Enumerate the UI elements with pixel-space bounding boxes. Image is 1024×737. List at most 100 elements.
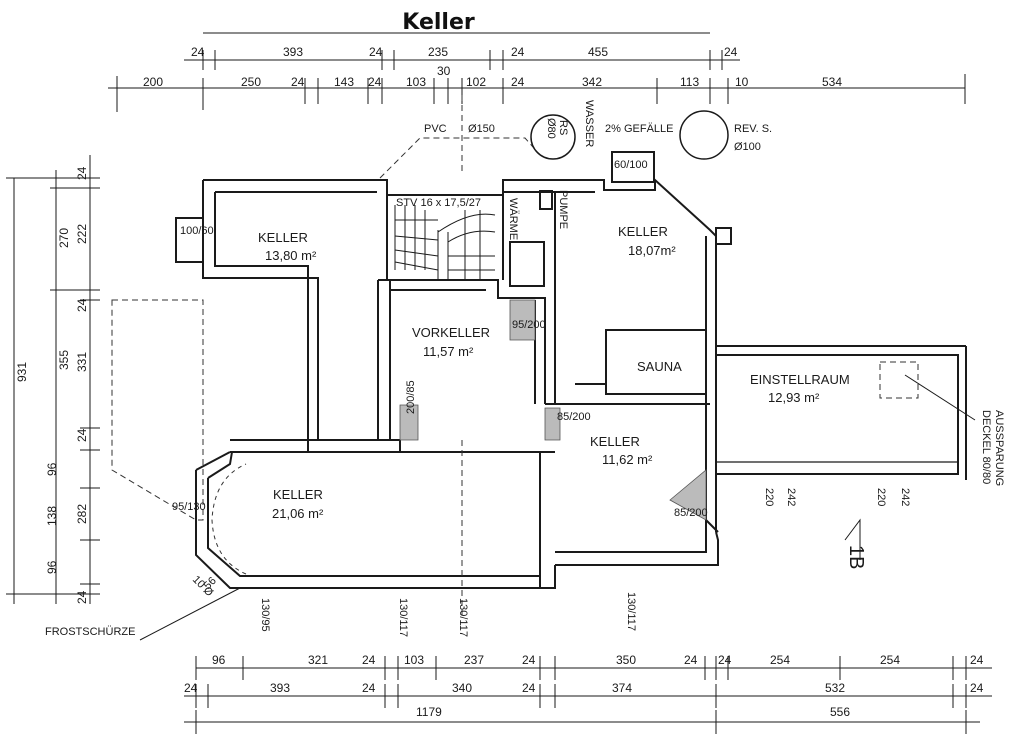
- dim-text: 24: [291, 75, 305, 89]
- dim-text: 143: [334, 75, 354, 89]
- bottom-dimension-chains: [184, 656, 992, 734]
- plan-title: Keller: [402, 10, 475, 35]
- top-dim-row2: 200 250 24 143 24 103 30 102 24 342 113 …: [143, 64, 842, 89]
- dim-text: 374: [612, 681, 632, 695]
- dim-text: 24: [75, 166, 89, 180]
- dim-text: 350: [616, 653, 636, 667]
- dim-text: 282: [75, 504, 89, 524]
- dim-text: 331: [75, 352, 89, 372]
- door-openings: [399, 299, 707, 521]
- dim-text: 393: [270, 681, 290, 695]
- dim-text: 24: [970, 653, 984, 667]
- opening-label: 60/100: [614, 159, 648, 171]
- label-frostschuerze: FROSTSCHÜRZE: [45, 626, 135, 638]
- label-rev: REV. S.: [734, 123, 772, 135]
- label-pumpe: PUMPE: [557, 190, 569, 229]
- room-area: 11,62 m²: [602, 452, 653, 467]
- top-dimension-chains: [108, 32, 966, 112]
- dim-text: 103: [404, 653, 424, 667]
- dim-text: 30: [437, 64, 451, 78]
- room-area: 13,80 m²: [265, 248, 317, 263]
- label-gefaelle: 2% GEFÄLLE: [605, 123, 673, 135]
- dim-text: 340: [452, 681, 472, 695]
- dim-text: 96: [45, 462, 59, 476]
- left-dim-labels: 931 270 355 24 222 24 331 24 96 138 96 2…: [15, 166, 89, 604]
- dim-text: 1179: [416, 705, 442, 719]
- label-rs: RS: [557, 120, 569, 135]
- leader-lines: [139, 374, 976, 641]
- dim-text: 250: [241, 75, 261, 89]
- dim-text: 24: [369, 45, 383, 59]
- opening-label: 100/60: [180, 225, 214, 237]
- label-phi100: Ø100: [734, 141, 761, 153]
- top-dim-row1: 24 393 24 235 24 455 24: [191, 45, 738, 59]
- opening-label: 200/85: [405, 380, 417, 414]
- dim-text: 931: [15, 362, 29, 382]
- dim-text: 455: [588, 45, 608, 59]
- room-name: VORKELLER: [412, 325, 490, 340]
- dim-text: 235: [428, 45, 448, 59]
- opening-label: 220: [875, 488, 887, 506]
- opening-label: 85/200: [557, 411, 591, 423]
- label-aussparung: AUSSPARUNG: [993, 410, 1005, 486]
- dim-text: 24: [970, 681, 984, 695]
- rs-shaft-circle: [530, 114, 576, 160]
- room-area: 11,57 m²: [423, 344, 474, 359]
- section-marker: 1B: [845, 545, 867, 569]
- dim-text: 102: [466, 75, 486, 89]
- dim-text: 321: [308, 653, 328, 667]
- room-name: KELLER: [590, 434, 640, 449]
- opening-label: 95/130: [172, 501, 206, 513]
- label-waerme: WÄRME: [507, 198, 519, 240]
- staircase: [394, 205, 496, 280]
- rev-shaft-circle: [679, 110, 729, 160]
- dim-text: 113: [680, 75, 699, 89]
- label-wasser: WASSER: [583, 100, 595, 147]
- dim-text: 355: [57, 350, 71, 370]
- room-area: 18,07m²: [628, 243, 676, 258]
- dim-text: 254: [770, 653, 790, 667]
- dim-text: 10: [735, 75, 749, 89]
- dim-text: 24: [75, 428, 89, 442]
- dim-text: 24: [75, 590, 89, 604]
- room-area: 12,93 m²: [768, 390, 820, 405]
- opening-label: 85/200: [674, 507, 708, 519]
- dim-text: 24: [368, 75, 382, 89]
- room-name: KELLER: [258, 230, 308, 245]
- dim-text: 254: [880, 653, 900, 667]
- opening-label: 130/117: [457, 598, 469, 637]
- room-name: KELLER: [618, 224, 668, 239]
- dim-text: 222: [75, 224, 89, 244]
- walls: [175, 151, 967, 589]
- opening-label: 130/95: [259, 598, 271, 632]
- room-area: 21,06 m²: [272, 506, 324, 521]
- label-phi150: Ø150: [468, 123, 495, 135]
- dim-text: 270: [57, 228, 71, 248]
- dim-text: 24: [522, 681, 536, 695]
- room-name: EINSTELLRAUM: [750, 372, 850, 387]
- dim-text: 96: [45, 560, 59, 574]
- dim-text: 556: [830, 705, 850, 719]
- opening-label: 95/200: [512, 319, 546, 331]
- room-name: KELLER: [273, 487, 323, 502]
- dim-text: 534: [822, 75, 842, 89]
- opening-label: 220: [763, 488, 775, 506]
- label-stv: STV 16 x 17,5/27: [396, 197, 481, 209]
- dim-text: 342: [582, 75, 602, 89]
- dim-text: 24: [362, 653, 376, 667]
- opening-label: 242: [899, 488, 911, 506]
- room-labels: KELLER 13,80 m² VORKELLER 11,57 m² KELLE…: [258, 224, 850, 521]
- dim-text: 24: [522, 653, 536, 667]
- dim-text: 24: [684, 653, 698, 667]
- room-name: SAUNA: [637, 359, 682, 374]
- dim-text: 96: [212, 653, 226, 667]
- bottom-dim-row2: 24 393 24 340 24 374 532 24: [184, 681, 984, 695]
- bottom-dim-row3: 1179 556: [416, 705, 850, 719]
- left-dimension-chains: [6, 155, 100, 604]
- opening-label: 130/117: [397, 598, 409, 637]
- dim-text: 103: [406, 75, 426, 89]
- opening-label: 130/117: [625, 592, 637, 631]
- annotation-labels: PVC Ø150 RS Ø80 WASSER 2% GEFÄLLE REV. S…: [45, 100, 1005, 638]
- dim-text: 532: [825, 681, 845, 695]
